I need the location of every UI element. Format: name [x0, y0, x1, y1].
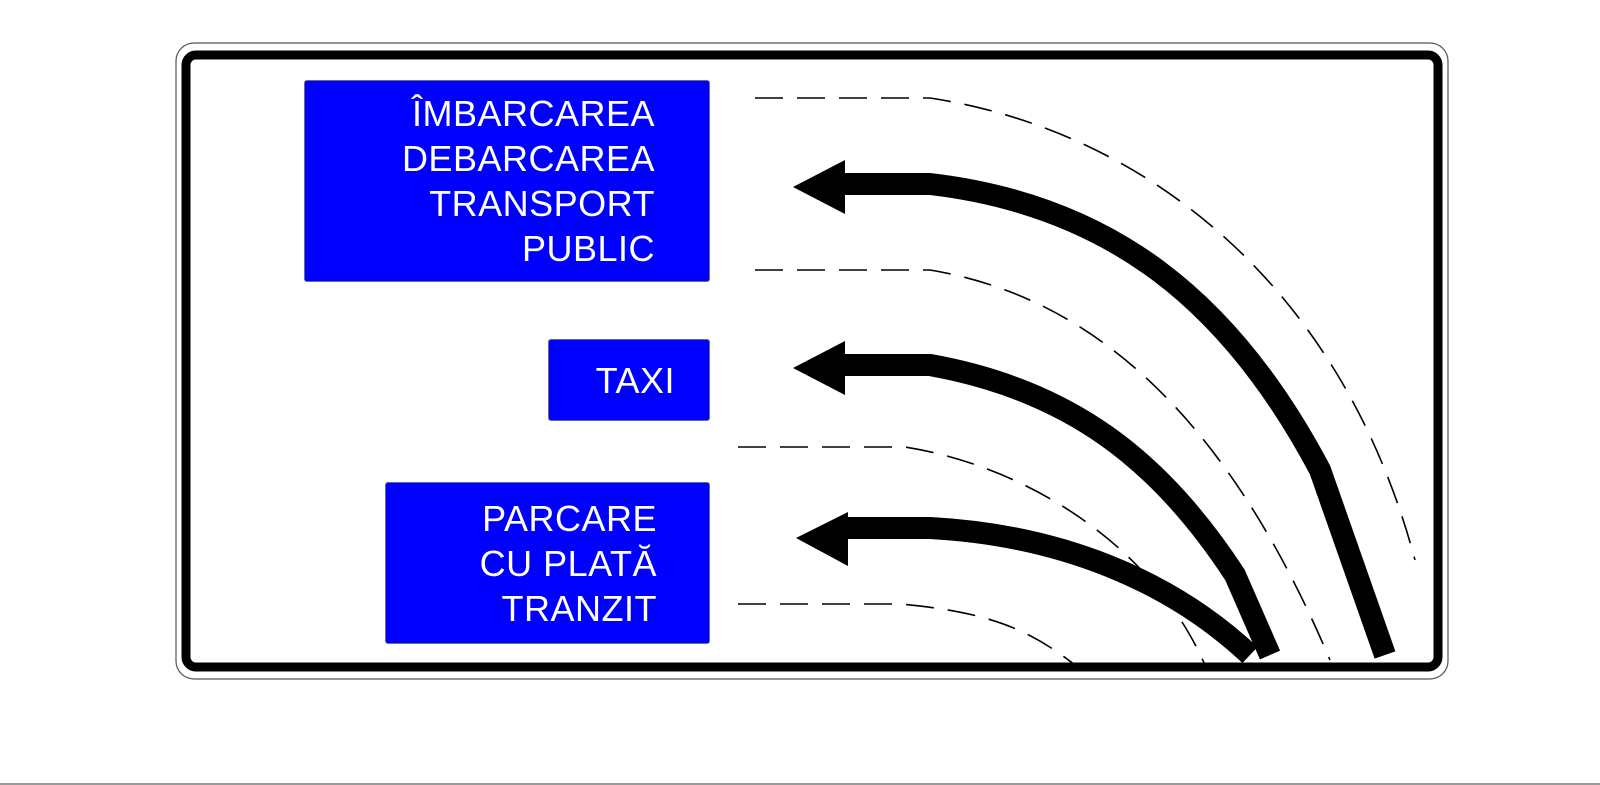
lane-line-second — [755, 269, 1331, 661]
arrow-shaft-parking — [840, 517, 1258, 664]
arrow-head-public-transport — [793, 160, 845, 214]
panel-line: ÎMBARCAREA — [411, 93, 655, 134]
panel-line: TRANSPORT — [429, 183, 655, 224]
panel-line: TAXI — [595, 359, 675, 401]
panel-line: PARCARE — [482, 497, 657, 539]
sign-inner-border — [181, 50, 1443, 672]
panel-line: DEBARCAREA — [401, 138, 655, 179]
arrow-heads — [793, 160, 848, 566]
lane-markings — [738, 97, 1416, 666]
lane-line-third — [738, 446, 1206, 666]
panel-parking: PARCARE CU PLATĂ TRANZIT — [385, 482, 710, 644]
arrows — [840, 173, 1396, 664]
arrow-shaft-taxi — [840, 354, 1281, 660]
panel-line: TRANZIT — [501, 587, 657, 629]
panel-public-transport: ÎMBARCAREA DEBARCAREA TRANSPORT PUBLIC — [304, 80, 710, 282]
bottom-divider — [0, 783, 1600, 785]
arrow-head-taxi — [793, 341, 845, 395]
arrow-head-parking — [796, 512, 848, 566]
lane-line-bottom — [738, 603, 1076, 666]
panel-line: CU PLATĂ — [479, 542, 657, 584]
panel-taxi: TAXI — [548, 339, 710, 421]
lane-line-top — [755, 97, 1416, 561]
panel-line: PUBLIC — [521, 228, 655, 269]
arrow-shaft-public-transport — [840, 173, 1396, 659]
